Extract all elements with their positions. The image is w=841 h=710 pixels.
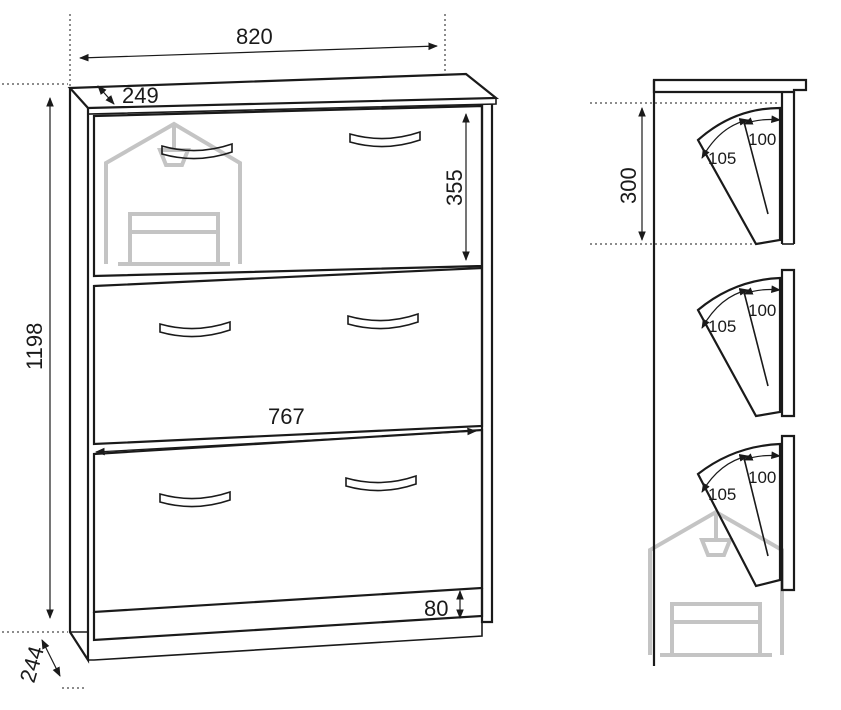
depth-dimension-line xyxy=(97,85,115,105)
inner-width-dimension-line xyxy=(95,427,477,456)
door-height-dimension: 355 xyxy=(442,169,467,206)
base-depth-dimension: 244 xyxy=(15,643,49,685)
width-dimension: 820 xyxy=(236,24,273,49)
door-handle xyxy=(159,490,231,508)
door-handle xyxy=(159,320,231,338)
compartment-inner-angle: 100 xyxy=(748,301,776,320)
front-cabinet xyxy=(67,72,500,664)
height-dimension: 1198 xyxy=(22,323,47,370)
inner-width-dimension: 767 xyxy=(268,404,305,429)
shoe-compartment: 105 100 xyxy=(696,442,782,588)
door-handle xyxy=(349,130,421,148)
door-handle xyxy=(345,474,417,492)
watermark-house-icon xyxy=(104,121,242,266)
compartment-inner-angle: 100 xyxy=(748,468,776,487)
side-cabinet xyxy=(652,78,808,666)
compartment-outer-angle: 105 xyxy=(708,149,736,168)
base-depth-dimension-line xyxy=(41,639,61,677)
shoe-compartment: 105 100 xyxy=(696,106,782,246)
plinth-height-dimension: 80 xyxy=(424,596,448,621)
door-handle xyxy=(347,312,419,330)
door-handle xyxy=(161,142,233,160)
depth-dimension: 249 xyxy=(122,83,159,108)
compartment-outer-angle: 105 xyxy=(708,485,736,504)
width-dimension-line xyxy=(79,42,438,62)
shelf-height-dimension: 300 xyxy=(616,167,641,204)
shoe-compartment: 105 100 xyxy=(696,276,782,418)
compartment-inner-angle: 100 xyxy=(748,130,776,149)
compartment-outer-angle: 105 xyxy=(708,317,736,336)
